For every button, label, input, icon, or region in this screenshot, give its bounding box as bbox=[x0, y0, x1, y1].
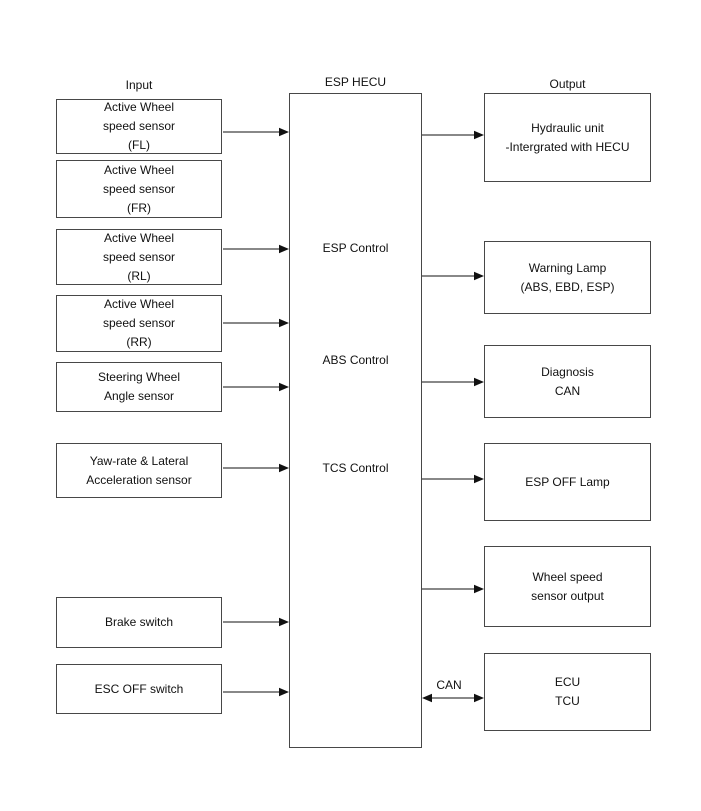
block-text-line: Active Wheel bbox=[103, 100, 175, 114]
block-text-line: Angle sensor bbox=[103, 389, 175, 403]
input-block-esc-off-switch: ESC OFF switch bbox=[56, 664, 222, 714]
block-text-line: (ABS, EBD, ESP) bbox=[520, 279, 615, 294]
arrow-rr-to-hecu bbox=[223, 318, 289, 328]
input-block-brake-switch: Brake switch bbox=[56, 597, 222, 648]
block-text-line: Steering Wheel bbox=[97, 370, 181, 384]
block-text-line: -Intergrated with HECU bbox=[505, 139, 630, 154]
block-text-line: Warning Lamp bbox=[528, 260, 607, 275]
block-text-line: ESP OFF Lamp bbox=[525, 474, 610, 489]
block-text-line: (RR) bbox=[126, 335, 152, 349]
block-text-line: ECU bbox=[554, 675, 581, 689]
input-block-wheel-speed-rr: Active Wheel speed sensor (RR) bbox=[56, 295, 222, 352]
arrow-rl-to-hecu bbox=[223, 244, 289, 254]
output-block-diagnosis-can: Diagnosis CAN bbox=[484, 345, 651, 418]
input-block-wheel-speed-fr: Active Wheel speed sensor (FR) bbox=[56, 160, 222, 218]
block-text-line: Active Wheel bbox=[103, 230, 175, 245]
block-text-line: Hydraulic unit bbox=[531, 120, 604, 135]
arrow-esc-to-hecu bbox=[223, 687, 289, 697]
block-text-line: CAN bbox=[554, 383, 581, 398]
input-block-yaw-rate-sensor: Yaw-rate & Lateral Acceleration sensor bbox=[56, 443, 222, 498]
input-block-wheel-speed-fl: Active Wheel speed sensor (FL) bbox=[56, 99, 222, 154]
arrow-fl-to-hecu bbox=[223, 127, 289, 137]
output-block-wheel-speed-output: Wheel speed sensor output bbox=[484, 546, 651, 627]
arrow-hecu-ecu-tcu-bidirectional bbox=[422, 693, 484, 703]
arrow-yaw-to-hecu bbox=[223, 463, 289, 473]
arrow-brake-to-hecu bbox=[223, 617, 289, 627]
block-text-line: Active Wheel bbox=[103, 297, 175, 311]
input-block-wheel-speed-rl: Active Wheel speed sensor (RL) bbox=[56, 229, 222, 285]
block-text-line: ESC OFF switch bbox=[94, 681, 184, 696]
block-text-line: (FL) bbox=[128, 138, 150, 152]
block-text-line: Brake switch bbox=[104, 615, 174, 629]
esp-control-label: ESP Control bbox=[322, 241, 389, 255]
block-text-line: speed sensor bbox=[102, 316, 176, 330]
block-text-line: TCU bbox=[555, 694, 580, 708]
output-block-warning-lamp: Warning Lamp (ABS, EBD, ESP) bbox=[484, 241, 651, 314]
arrow-hecu-to-hydraulic bbox=[422, 130, 484, 140]
block-text-line: sensor output bbox=[531, 588, 604, 603]
arrow-hecu-to-wheel-speed-output bbox=[422, 584, 484, 594]
esp-hecu-title: ESP HECU bbox=[324, 75, 387, 89]
output-block-esp-off-lamp: ESP OFF Lamp bbox=[484, 443, 651, 521]
esp-hecu-box: ESP Control ABS Control TCS Control bbox=[289, 93, 422, 748]
block-text-line: speed sensor bbox=[102, 119, 176, 133]
block-text-line: Wheel speed bbox=[532, 569, 603, 584]
block-text-line: (RL) bbox=[127, 268, 151, 283]
block-text-line: Acceleration sensor bbox=[86, 472, 192, 487]
abs-control-label: ABS Control bbox=[322, 353, 389, 367]
tcs-control-label: TCS Control bbox=[322, 461, 389, 475]
output-block-ecu-tcu: ECU TCU bbox=[484, 653, 651, 731]
block-text-line: Diagnosis bbox=[541, 364, 594, 379]
can-bus-label: CAN bbox=[436, 678, 462, 692]
block-text-line: speed sensor bbox=[102, 249, 176, 264]
output-column-header: Output bbox=[549, 77, 586, 91]
arrow-hecu-to-diagnosis bbox=[422, 377, 484, 387]
input-block-steering-angle-sensor: Steering Wheel Angle sensor bbox=[56, 362, 222, 412]
block-text-line: speed sensor bbox=[102, 181, 176, 196]
arrow-steering-to-hecu bbox=[223, 382, 289, 392]
input-column-header: Input bbox=[125, 78, 153, 92]
block-text-line: Yaw-rate & Lateral bbox=[89, 453, 189, 468]
block-text-line: Active Wheel bbox=[103, 162, 175, 177]
arrow-hecu-to-esp-off-lamp bbox=[422, 474, 484, 484]
arrow-hecu-to-warning-lamp bbox=[422, 271, 484, 281]
block-text-line: (FR) bbox=[127, 200, 151, 215]
output-block-hydraulic-unit: Hydraulic unit -Intergrated with HECU bbox=[484, 93, 651, 182]
